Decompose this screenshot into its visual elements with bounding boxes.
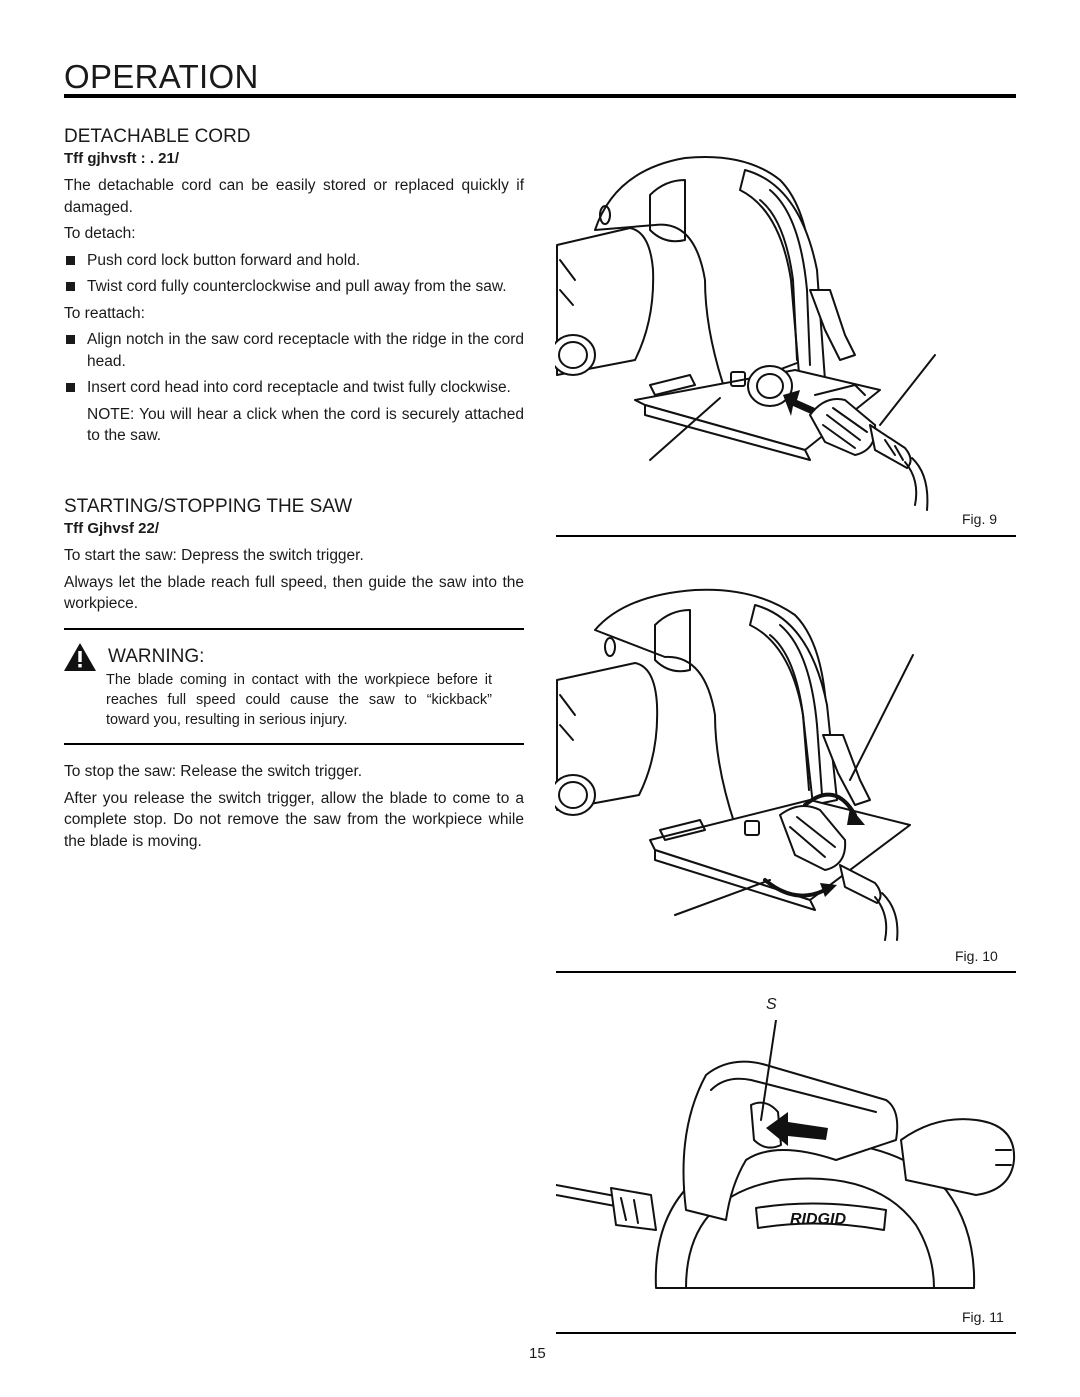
blade-stop-text: After you release the switch trigger, al… <box>64 789 524 850</box>
stop-instructions: To stop the saw: Release the switch trig… <box>64 761 524 852</box>
warning-triangle-icon <box>62 641 98 673</box>
warning-body: The blade coming in contact with the wor… <box>106 672 492 728</box>
fig10-rule <box>556 971 1016 973</box>
detach-label: To detach: <box>64 225 136 242</box>
fig11-callout-label: S <box>766 996 777 1013</box>
fig9-caption: Fig. 9 <box>962 511 998 527</box>
reattach-step-2: Insert cord head into cord receptacle an… <box>64 377 524 399</box>
detachable-cord-body: The detachable cord can be easily stored… <box>64 175 524 447</box>
fig10-caption: Fig. 10 <box>955 948 998 964</box>
start-text: To start the saw: Depress the switch tri… <box>64 547 364 564</box>
page-title: OPERATION <box>64 58 259 95</box>
stop-text: To stop the saw: Release the switch trig… <box>64 763 363 780</box>
page-number: 15 <box>529 1345 546 1362</box>
full-speed-text: Always let the blade reach full speed, t… <box>64 573 524 613</box>
click-note: NOTE: You will hear a click when the cor… <box>87 405 524 445</box>
fig9-rule <box>556 535 1016 537</box>
fig10-illustration <box>550 585 1015 945</box>
warning-bottom-rule <box>64 743 524 745</box>
starting-stopping-subref: Tff Gjhvsf 22/ <box>64 520 160 537</box>
ridgid-logo: RIDGID <box>790 1211 846 1228</box>
fig11-rule <box>556 1332 1016 1334</box>
warning-title: WARNING: <box>108 646 205 667</box>
detachable-cord-intro: The detachable cord can be easily stored… <box>64 177 524 216</box>
fig11-illustration: RIDGID <box>555 1019 1016 1290</box>
detachable-cord-subref: Tff gjhvsft : . 21/ <box>64 150 180 167</box>
detach-step-2: Twist cord fully counterclockwise and pu… <box>64 276 524 298</box>
reattach-label: To reattach: <box>64 304 145 322</box>
reattach-step-1: Align notch in the saw cord receptacle w… <box>64 329 524 372</box>
fig11-caption: Fig. 11 <box>962 1309 1004 1325</box>
fig9-illustration <box>550 150 1015 515</box>
title-divider <box>64 94 1016 98</box>
warning-top-rule <box>64 628 524 630</box>
starting-stopping-heading: STARTING/STOPPING THE SAW <box>64 496 353 517</box>
detachable-cord-heading: DETACHABLE CORD <box>64 126 251 147</box>
start-instructions: To start the saw: Depress the switch tri… <box>64 545 524 615</box>
detach-step-1: Push cord lock button forward and hold. <box>64 250 524 272</box>
